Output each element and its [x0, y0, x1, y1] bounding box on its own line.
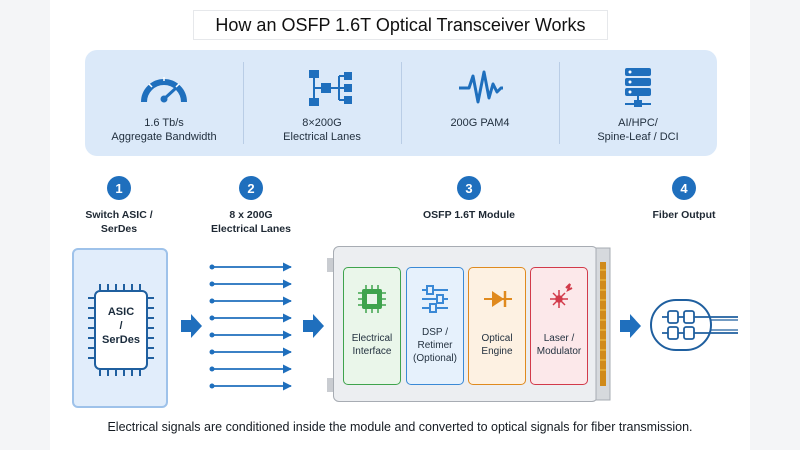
step-number-4: 4	[672, 176, 696, 200]
block-label: Optical Engine	[481, 333, 513, 357]
flow-arrow-2	[303, 314, 324, 338]
caption: Electrical signals are conditioned insid…	[107, 420, 693, 434]
step-label-1: Switch ASIC / SerDes	[85, 209, 153, 235]
feature-divider	[243, 62, 244, 144]
laser-icon	[550, 283, 573, 308]
feature-panel: 1.6 Tb/s Aggregate Bandwidth 8×200G Elec…	[85, 50, 717, 156]
feature-applications: AI/HPC/ Spine-Leaf / DCI	[559, 50, 717, 156]
sliders-icon	[422, 285, 448, 313]
chip-icon	[358, 285, 386, 313]
feature-bandwidth: 1.6 Tb/s Aggregate Bandwidth	[85, 50, 243, 156]
pam4-signal-icon	[459, 70, 503, 104]
step-number-2: 2	[239, 176, 263, 200]
step-number-3: 3	[457, 176, 481, 200]
feature-divider	[559, 62, 560, 144]
feature-label: 200G PAM4	[450, 117, 510, 129]
feature-pam4: 200G PAM4	[401, 50, 559, 156]
block-optical-engine	[468, 267, 526, 385]
feature-label: AI/HPC/ Spine-Leaf / DCI	[597, 117, 679, 143]
block-dsp-retimer	[406, 267, 464, 385]
feature-label: 8×200G Electrical Lanes	[283, 117, 361, 143]
step-label-4: Fiber Output	[652, 209, 716, 221]
flow-arrow-3	[620, 314, 641, 338]
feature-lanes: 8×200G Electrical Lanes	[243, 50, 401, 156]
block-label: Laser / Modulator	[536, 333, 582, 357]
step-label-2: 8 x 200G Electrical Lanes	[211, 209, 291, 235]
flow-arrow-1	[181, 314, 202, 338]
gold-edge-connector	[600, 262, 606, 386]
step-label-3: OSFP 1.6T Module	[423, 209, 515, 221]
feature-label: 1.6 Tb/s Aggregate Bandwidth	[111, 117, 217, 143]
block-label: DSP / Retimer (Optional)	[413, 327, 457, 364]
diagram-title: How an OSFP 1.6T Optical Transceiver Wor…	[193, 10, 608, 40]
electrical-lanes	[212, 262, 292, 391]
asic-chip	[94, 290, 148, 370]
feature-divider	[401, 62, 402, 144]
block-label: Electrical Interface	[351, 333, 393, 357]
step-number-1: 1	[107, 176, 131, 200]
block-laser-modulator	[530, 267, 588, 385]
server-rack-icon	[625, 68, 651, 107]
asic-label: ASIC / SerDes	[102, 306, 140, 346]
speedometer-icon	[141, 77, 187, 103]
lane-split-icon	[309, 70, 352, 106]
diode-icon	[484, 291, 512, 307]
